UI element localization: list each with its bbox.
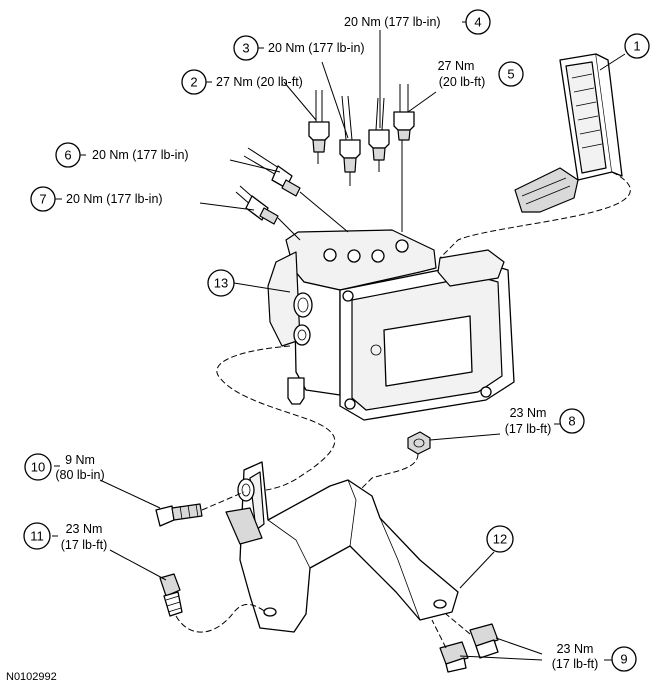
callout-12: 12 <box>486 525 514 553</box>
torque-spec: 27 Nm <box>438 59 475 73</box>
callout-number: 5 <box>507 67 514 82</box>
electrical-connector <box>514 53 623 213</box>
bolts-item-9 <box>439 623 499 673</box>
callout-number: 9 <box>620 652 627 667</box>
torque-spec: 27 Nm (20 lb-ft) <box>216 75 303 89</box>
callout-9: 9 23 Nm (17 lb-ft) <box>552 642 637 672</box>
callout-10: 10 9 Nm (80 lb-in) <box>24 453 105 482</box>
torque-spec: 9 Nm <box>65 453 95 467</box>
callout-6: 6 20 Nm (177 lb-in) <box>55 142 189 168</box>
torque-spec: 20 Nm (177 lb-in) <box>268 41 365 55</box>
brake-tube-fittings <box>235 84 415 225</box>
callout-number: 7 <box>39 192 46 207</box>
torque-spec-imperial: (17 lb-ft) <box>505 422 552 436</box>
assembly-routing-lines <box>175 140 631 649</box>
torque-spec: 23 Nm <box>557 642 594 656</box>
callout-3: 3 20 Nm (177 lb-in) <box>233 35 365 61</box>
callout-8: 8 23 Nm (17 lb-ft) <box>505 406 585 436</box>
mounting-bracket <box>225 461 459 633</box>
leader-lines <box>52 21 626 661</box>
torque-spec: 20 Nm (177 lb-in) <box>66 192 163 206</box>
callout-number: 8 <box>568 414 575 429</box>
torque-spec: 23 Nm <box>66 522 103 536</box>
callout-4: 4 20 Nm (177 lb-in) <box>344 9 491 35</box>
torque-spec-imperial: (17 lb-ft) <box>552 657 599 671</box>
torque-spec-imperial: (20 lb-ft) <box>439 75 486 89</box>
callout-number: 10 <box>31 460 45 475</box>
callout-11: 11 23 Nm (17 lb-ft) <box>23 522 108 552</box>
torque-spec-imperial: (17 lb-ft) <box>61 538 108 552</box>
torque-spec: 20 Nm (177 lb-in) <box>92 148 189 162</box>
stud-item-11 <box>159 573 183 617</box>
torque-spec: 20 Nm (177 lb-in) <box>344 15 441 29</box>
callout-1: 1 <box>624 33 650 59</box>
callout-number: 3 <box>242 41 249 56</box>
callout-number: 6 <box>64 148 71 163</box>
callout-number: 12 <box>493 532 507 547</box>
bolt-item-10 <box>155 503 203 527</box>
callout-7: 7 20 Nm (177 lb-in) <box>30 186 163 212</box>
callout-2: 2 27 Nm (20 lb-ft) <box>181 69 303 95</box>
callout-number: 4 <box>474 15 481 30</box>
abs-hydraulic-control-unit <box>267 229 515 421</box>
figure-id: N0102992 <box>6 671 57 683</box>
callout-number: 2 <box>190 75 197 90</box>
callout-number: 1 <box>633 39 640 54</box>
torque-spec: 23 Nm <box>510 406 547 420</box>
callout-number: 11 <box>30 529 44 544</box>
callout-5: 5 27 Nm (20 lb-ft) <box>438 59 524 89</box>
torque-spec-imperial: (80 lb-in) <box>55 468 104 482</box>
callout-number: 13 <box>214 276 228 291</box>
callout-13: 13 <box>207 269 235 297</box>
nut-item-8 <box>407 431 431 455</box>
